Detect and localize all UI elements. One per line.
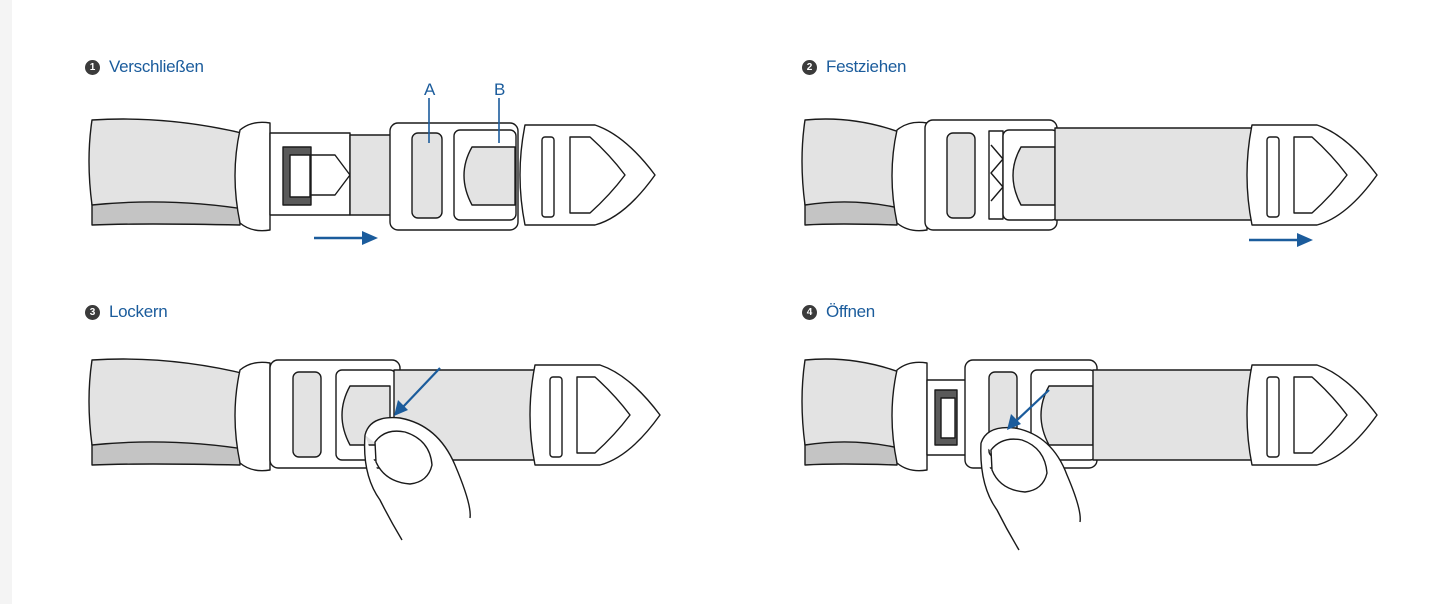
slot-a [411, 132, 443, 219]
step-number-badge-4: 4 [802, 304, 817, 320]
page-edge [0, 0, 12, 604]
step-panel-3: 3 Lockern [80, 300, 720, 560]
buckle-illustration-4 [801, 358, 1378, 551]
step-panel-1: 1 Verschließen [80, 55, 720, 315]
step-title-3: Lockern [109, 302, 168, 321]
direction-arrow-4 [1007, 389, 1050, 430]
direction-arrow-1 [314, 231, 378, 245]
end-cap [234, 121, 271, 232]
buckle-illustration-3 [88, 358, 661, 541]
buckle-illustration-2 [801, 118, 1378, 247]
step-header-4: 4 Öffnen [797, 300, 875, 324]
direction-arrow-3 [394, 367, 441, 416]
direction-arrow-2 [1249, 233, 1313, 247]
callout-label-b: B [494, 80, 505, 99]
step-number-badge-2: 2 [802, 59, 817, 75]
step-header-2: 2 Festziehen [797, 55, 906, 79]
step-panel-4: 4 Öffnen [797, 300, 1436, 560]
step-panel-2: 2 Festziehen [797, 55, 1436, 315]
step-title-2: Festziehen [826, 57, 907, 76]
strap-front [88, 118, 251, 211]
step-header-3: 3 Lockern [80, 300, 168, 324]
step-title-1: Verschließen [109, 57, 204, 76]
step-number-badge-3: 3 [85, 304, 100, 320]
step-header-1: 1 Verschließen [80, 55, 204, 79]
step-number-badge-1: 1 [85, 59, 100, 75]
step-title-4: Öffnen [826, 302, 875, 321]
callout-label-a: A [424, 80, 436, 99]
buckle-illustration-1: A B [88, 80, 656, 245]
